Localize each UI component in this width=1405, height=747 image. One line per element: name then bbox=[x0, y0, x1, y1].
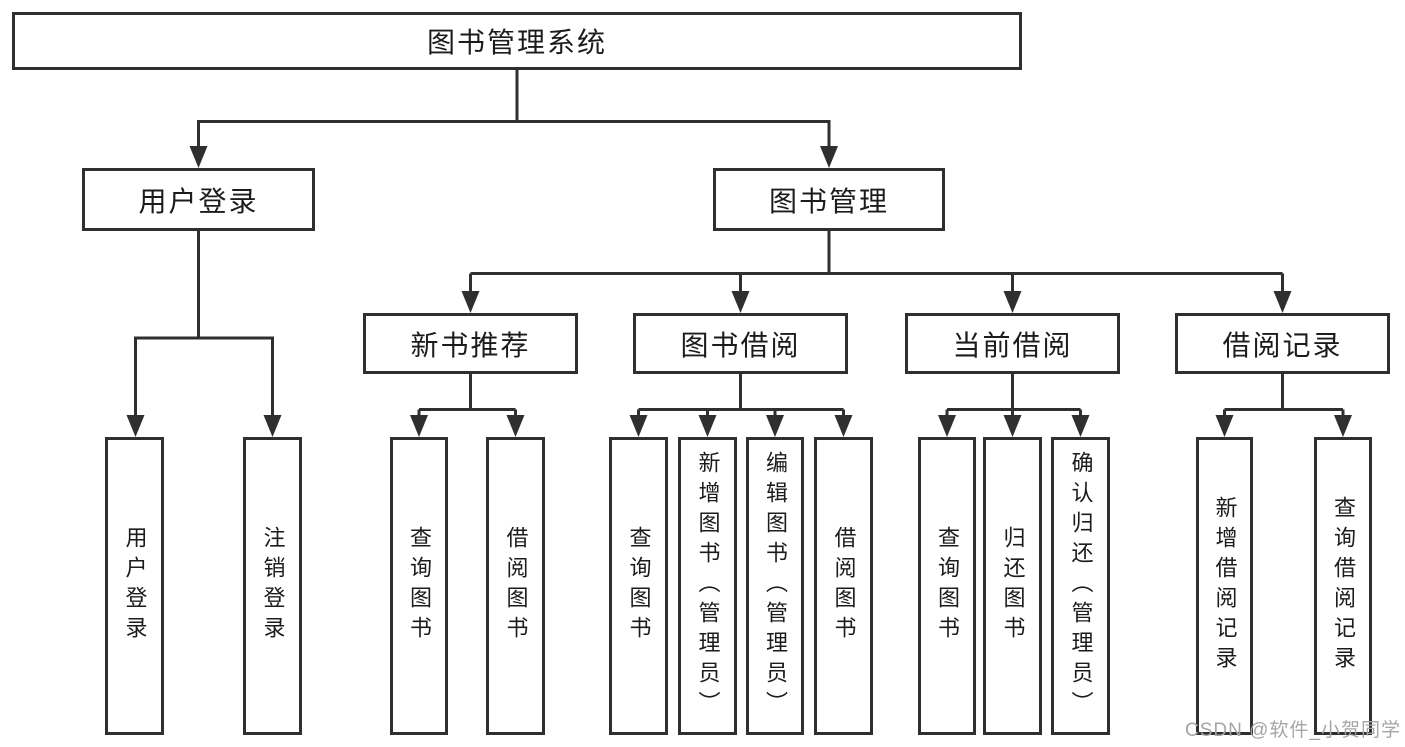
node-user-login: 用户登录 bbox=[82, 168, 315, 231]
node-new-book-recommend-label: 新书推荐 bbox=[410, 329, 531, 361]
leaf-return-books-label: 归还图书 bbox=[1000, 526, 1026, 646]
node-root-label: 图书管理系统 bbox=[426, 27, 607, 58]
connector-book-management-to-level3 bbox=[461, 231, 1292, 313]
leaf-query-books-recommend-label: 查询图书 bbox=[407, 526, 432, 646]
leaf-logout-login-label: 注销登录 bbox=[260, 526, 286, 646]
node-book-management-label: 图书管理 bbox=[768, 185, 889, 217]
leaf-borrow-books-recommend: 借阅图书 bbox=[486, 437, 545, 735]
connector-current-borrow-group bbox=[938, 374, 1090, 437]
leaf-query-borrow-record-label: 查询借阅记录 bbox=[1331, 496, 1356, 676]
leaf-add-borrow-record: 新增借阅记录 bbox=[1196, 437, 1253, 735]
connector-book-borrow-group bbox=[629, 374, 853, 437]
leaf-query-books-current: 查询图书 bbox=[918, 437, 976, 735]
node-user-login-label: 用户登录 bbox=[138, 185, 259, 217]
connector-user-login-group bbox=[126, 231, 282, 437]
node-current-borrow-label: 当前借阅 bbox=[952, 329, 1073, 361]
leaf-add-books-admin-label: 新增图书（管理员） bbox=[695, 451, 721, 721]
leaf-query-books-recommend: 查询图书 bbox=[390, 437, 448, 735]
connector-borrow-record-group bbox=[1215, 374, 1352, 437]
node-root: 图书管理系统 bbox=[12, 12, 1022, 70]
node-book-borrow: 图书借阅 bbox=[633, 313, 848, 374]
leaf-query-books-borrow: 查询图书 bbox=[609, 437, 668, 735]
leaf-borrow-books: 借阅图书 bbox=[814, 437, 873, 735]
leaf-borrow-books-recommend-label: 借阅图书 bbox=[503, 526, 529, 646]
leaf-edit-books-admin-label: 编辑图书（管理员） bbox=[763, 451, 788, 721]
leaf-query-books-borrow-label: 查询图书 bbox=[626, 526, 652, 646]
leaf-query-borrow-record: 查询借阅记录 bbox=[1314, 437, 1372, 735]
leaf-add-books-admin: 新增图书（管理员） bbox=[678, 437, 737, 735]
node-borrow-record: 借阅记录 bbox=[1175, 313, 1390, 374]
watermark: CSDN @软件_小贺同学 bbox=[1185, 720, 1401, 741]
leaf-return-books: 归还图书 bbox=[983, 437, 1042, 735]
leaf-edit-books-admin: 编辑图书（管理员） bbox=[746, 437, 804, 735]
node-book-management: 图书管理 bbox=[713, 168, 945, 231]
node-book-borrow-label: 图书借阅 bbox=[680, 329, 801, 361]
connector-new-book-group bbox=[410, 374, 525, 437]
leaf-confirm-return-admin: 确认归还（管理员） bbox=[1051, 437, 1110, 735]
leaf-user-login-label: 用户登录 bbox=[122, 526, 148, 646]
node-new-book-recommend: 新书推荐 bbox=[363, 313, 578, 374]
leaf-borrow-books-label: 借阅图书 bbox=[831, 526, 857, 646]
leaf-confirm-return-admin-label: 确认归还（管理员） bbox=[1068, 451, 1094, 721]
leaf-user-login: 用户登录 bbox=[105, 437, 164, 735]
leaf-logout-login: 注销登录 bbox=[243, 437, 302, 735]
leaf-add-borrow-record-label: 新增借阅记录 bbox=[1212, 496, 1238, 676]
leaf-query-books-current-label: 查询图书 bbox=[935, 526, 960, 646]
connector-root-to-level2 bbox=[189, 70, 838, 168]
node-current-borrow: 当前借阅 bbox=[905, 313, 1120, 374]
node-borrow-record-label: 借阅记录 bbox=[1222, 329, 1343, 361]
